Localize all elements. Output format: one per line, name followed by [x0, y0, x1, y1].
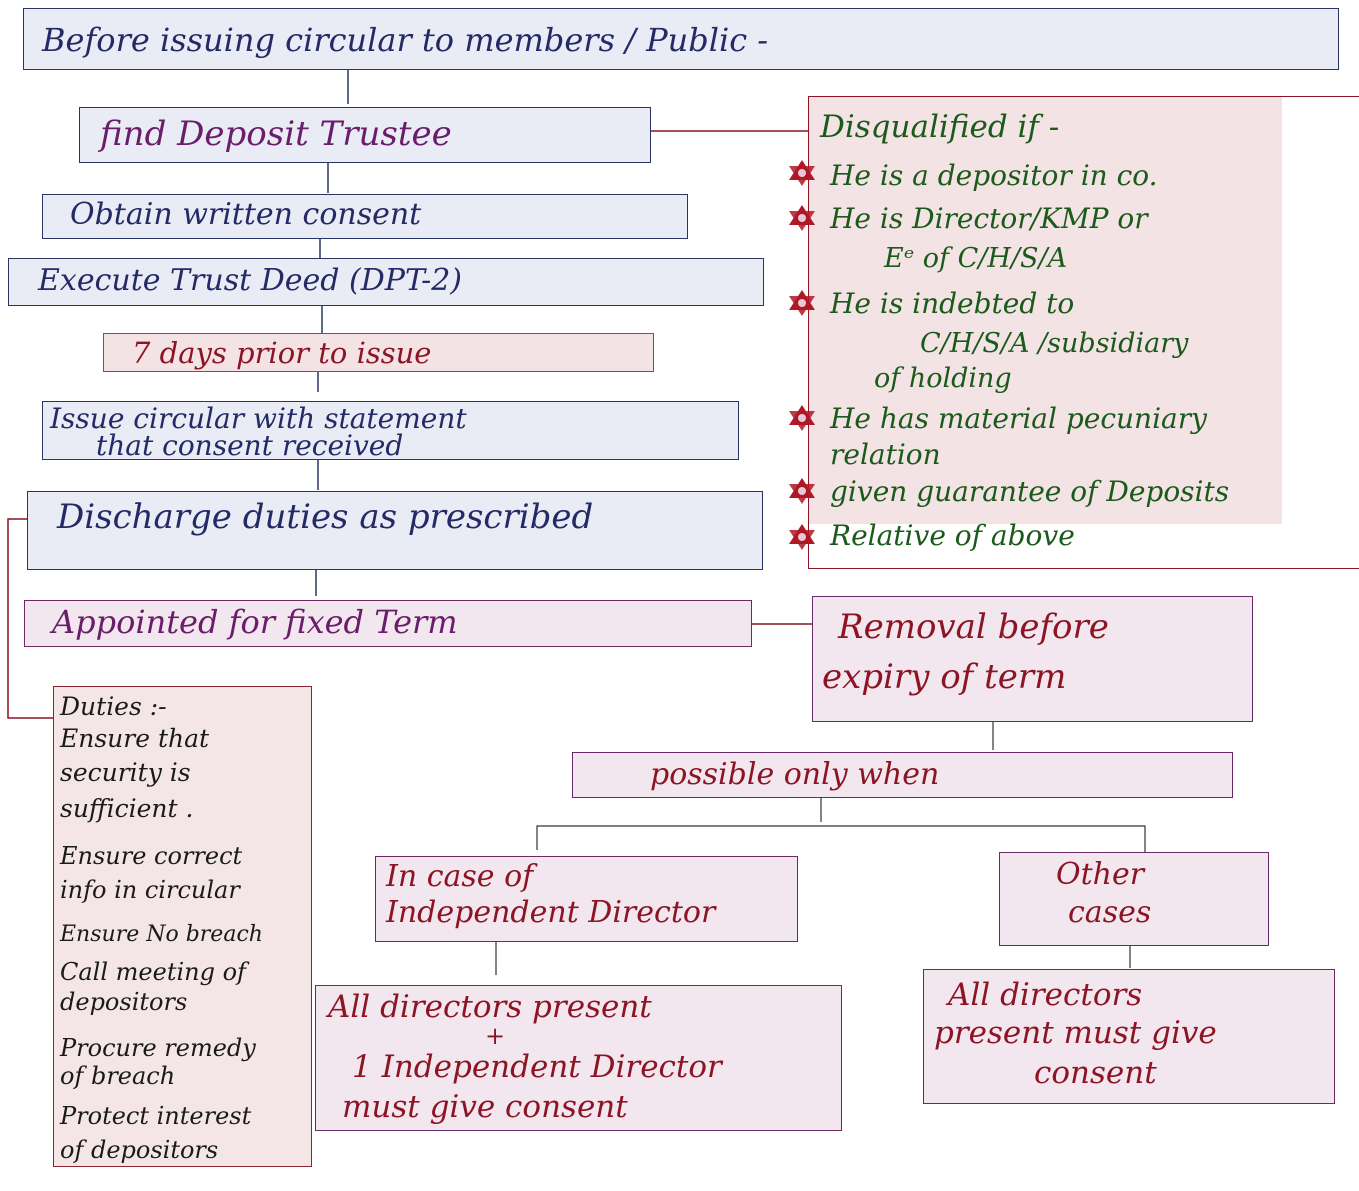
other-cases-line1: Other	[1056, 857, 1145, 892]
duties-line: Call meeting of	[60, 958, 246, 986]
other-result-box	[923, 969, 1335, 1104]
independent-result-box	[315, 985, 842, 1131]
disqualified-panel-bg	[808, 96, 1282, 524]
step-issue-circular	[42, 401, 739, 460]
duties-line: info in circular	[60, 876, 240, 904]
step-execute-deed	[8, 258, 764, 306]
disq-item-1: He is a depositor in co.	[830, 159, 1158, 192]
independent-result-line3: must give consent	[342, 1089, 628, 1125]
independent-result-line1: All directors present	[328, 989, 652, 1025]
independent-director-line2: Independent Director	[386, 895, 716, 930]
header-text: Before issuing circular to members / Pub…	[42, 21, 769, 59]
step-seven-days	[103, 333, 654, 372]
duties-line: of breach	[60, 1062, 176, 1090]
star-icon	[789, 160, 815, 186]
star-icon	[789, 524, 815, 550]
star-icon	[789, 290, 815, 316]
disq-item-2a: He is Director/KMP or	[830, 202, 1148, 235]
star-icon	[789, 205, 815, 231]
step-obtain-consent-label: Obtain written consent	[70, 197, 422, 232]
independent-director-line1: In case of	[386, 859, 534, 894]
step-execute-deed-label: Execute Trust Deed (DPT-2)	[38, 263, 463, 298]
disq-item-3b: C/H/S/A /subsidiary	[920, 328, 1189, 359]
other-cases-line2: cases	[1068, 895, 1152, 930]
other-result-line2: present must give	[934, 1015, 1217, 1051]
disq-item-3c: of holding	[874, 363, 1012, 394]
step-appointed-term-label: Appointed for fixed Term	[52, 603, 458, 641]
other-result-line3: consent	[1034, 1055, 1157, 1091]
disq-item-6: Relative of above	[830, 519, 1075, 552]
independent-director-box	[375, 856, 798, 942]
step-issue-circular-line1: Issue circular with statement	[50, 402, 467, 435]
step-obtain-consent	[42, 194, 688, 239]
step-find-trustee-label: find Deposit Trustee	[100, 114, 452, 154]
independent-result-plus: +	[485, 1022, 506, 1050]
duties-line: Ensure correct	[60, 842, 243, 870]
duties-line: security is	[60, 758, 191, 787]
disq-item-4b: relation	[830, 438, 941, 471]
star-icon	[789, 478, 815, 504]
step-appointed-term	[24, 600, 752, 647]
duties-line: Procure remedy	[60, 1034, 256, 1062]
step-find-trustee	[79, 107, 651, 163]
removal-box	[812, 596, 1253, 722]
duties-line: depositors	[60, 988, 188, 1016]
removal-line1: Removal before	[838, 607, 1109, 647]
step-discharge-duties	[27, 491, 763, 570]
duties-line: sufficient .	[60, 794, 194, 823]
other-cases-box	[999, 852, 1269, 946]
disq-item-2b: Eᵉ of C/H/S/A	[884, 243, 1068, 274]
disq-item-3a: He is indebted to	[830, 287, 1075, 320]
header-box	[23, 8, 1339, 70]
other-result-line1: All directors	[948, 977, 1143, 1013]
step-discharge-duties-label: Discharge duties as prescribed	[57, 497, 594, 537]
independent-result-line2: 1 Independent Director	[352, 1049, 722, 1085]
possible-only-when-box	[572, 752, 1233, 798]
step-issue-circular-line2: that consent received	[96, 429, 404, 462]
disqualified-title: Disqualified if -	[820, 109, 1060, 145]
disq-item-4a: He has material pecuniary	[830, 402, 1207, 435]
possible-only-when-label: possible only when	[650, 757, 940, 792]
duties-line: Ensure No breach	[60, 922, 263, 947]
duties-title: Duties :-	[60, 692, 167, 721]
disq-item-5: given guarantee of Deposits	[830, 475, 1230, 508]
duties-line: of depositors	[60, 1136, 219, 1164]
duties-line: Ensure that	[60, 724, 210, 753]
disqualified-panel	[808, 96, 1359, 569]
step-seven-days-label: 7 days prior to issue	[132, 336, 432, 370]
star-icon	[789, 405, 815, 431]
duties-box	[53, 686, 312, 1167]
duties-line: Protect interest	[60, 1102, 252, 1130]
removal-line2: expiry of term	[822, 657, 1067, 697]
